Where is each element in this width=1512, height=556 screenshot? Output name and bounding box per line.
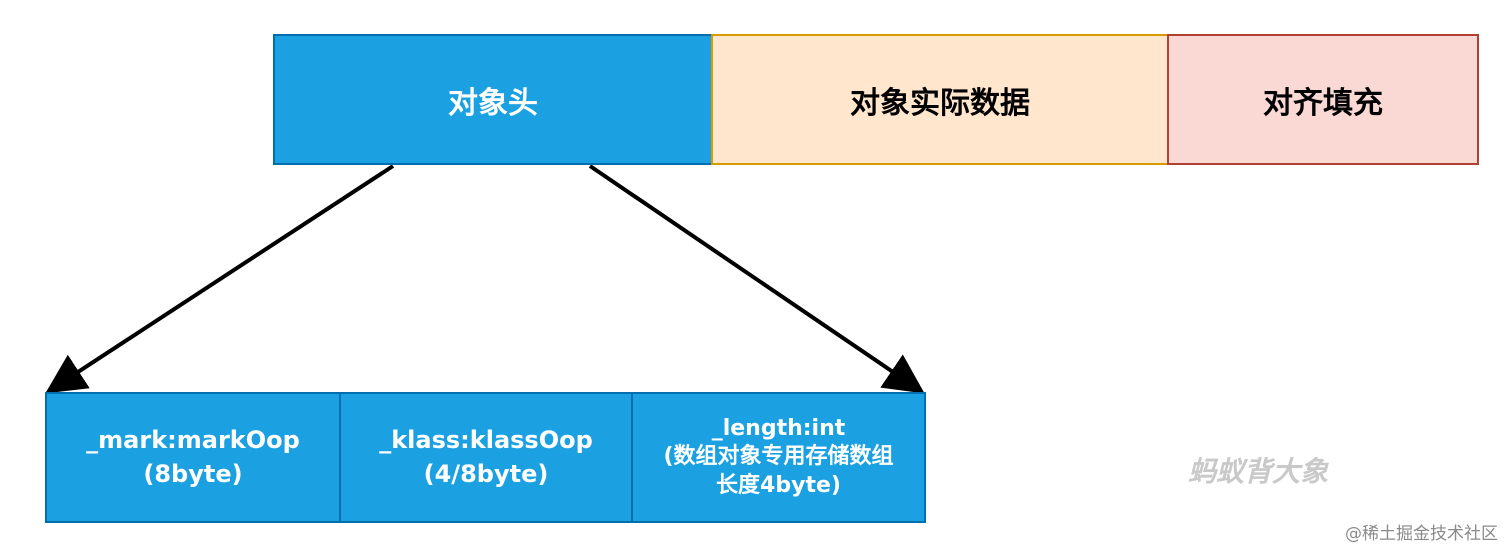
- mark-field-size: (8byte): [143, 459, 243, 488]
- instance-data-block: 对象实际数据: [711, 34, 1169, 165]
- credit-text: @稀土掘金技术社区: [1345, 524, 1498, 544]
- watermark-text: 蚂蚁背大象: [1188, 455, 1329, 488]
- mark-field-block: _mark:markOop (8byte): [45, 392, 341, 523]
- length-field-block: _length:int (数组对象专用存储数组 长度4byte): [631, 392, 926, 523]
- alignment-padding-block: 对齐填充: [1167, 34, 1479, 165]
- alignment-padding-label: 对齐填充: [1263, 85, 1383, 121]
- length-field-size: 长度4byte): [716, 472, 841, 498]
- length-field-desc: (数组对象专用存储数组: [663, 444, 894, 470]
- instance-data-label: 对象实际数据: [850, 85, 1030, 121]
- object-header-label: 对象头: [448, 85, 538, 121]
- length-field-name: _length:int: [711, 415, 846, 441]
- klass-field-name: _klass:klassOop: [379, 425, 593, 454]
- arrow-left: [45, 164, 395, 394]
- arrow-right: [588, 164, 925, 394]
- object-header-block: 对象头: [273, 34, 713, 165]
- mark-field-name: _mark:markOop: [86, 425, 300, 454]
- klass-field-size: (4/8byte): [423, 459, 549, 488]
- klass-field-block: _klass:klassOop (4/8byte): [339, 392, 633, 523]
